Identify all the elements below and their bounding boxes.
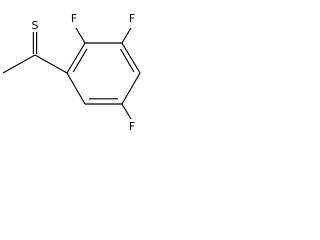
thioacetyl-group <box>2 32 68 74</box>
fluorine-atom-label-3: F <box>129 12 135 25</box>
ring-inner-bond-c3-c4 <box>120 48 135 73</box>
ring-inner-bond-c1-c2 <box>72 48 88 73</box>
ring-bond-c1-c2 <box>66 42 86 74</box>
bond-c5-fluorine <box>121 103 132 120</box>
ring-bond-c4-c5 <box>121 72 141 105</box>
bond-methyl-thiocarbonyl <box>2 54 36 74</box>
bond-c2-fluorine <box>75 27 86 44</box>
ring-bond-c3-c4 <box>121 42 141 74</box>
chemical-structure-diagram: S F F F <box>2 12 141 133</box>
sulfur-atom-label: S <box>32 19 39 32</box>
benzene-ring <box>66 42 141 105</box>
ring-bond-c6-c1 <box>66 72 86 105</box>
bond-thiocarbonyl-ring <box>34 54 68 74</box>
fluorine-substituent-bonds <box>75 27 132 120</box>
fluorine-atom-label-5: F <box>129 120 135 133</box>
bond-c3-fluorine <box>121 27 132 44</box>
fluorine-atom-label-2: F <box>71 12 77 25</box>
